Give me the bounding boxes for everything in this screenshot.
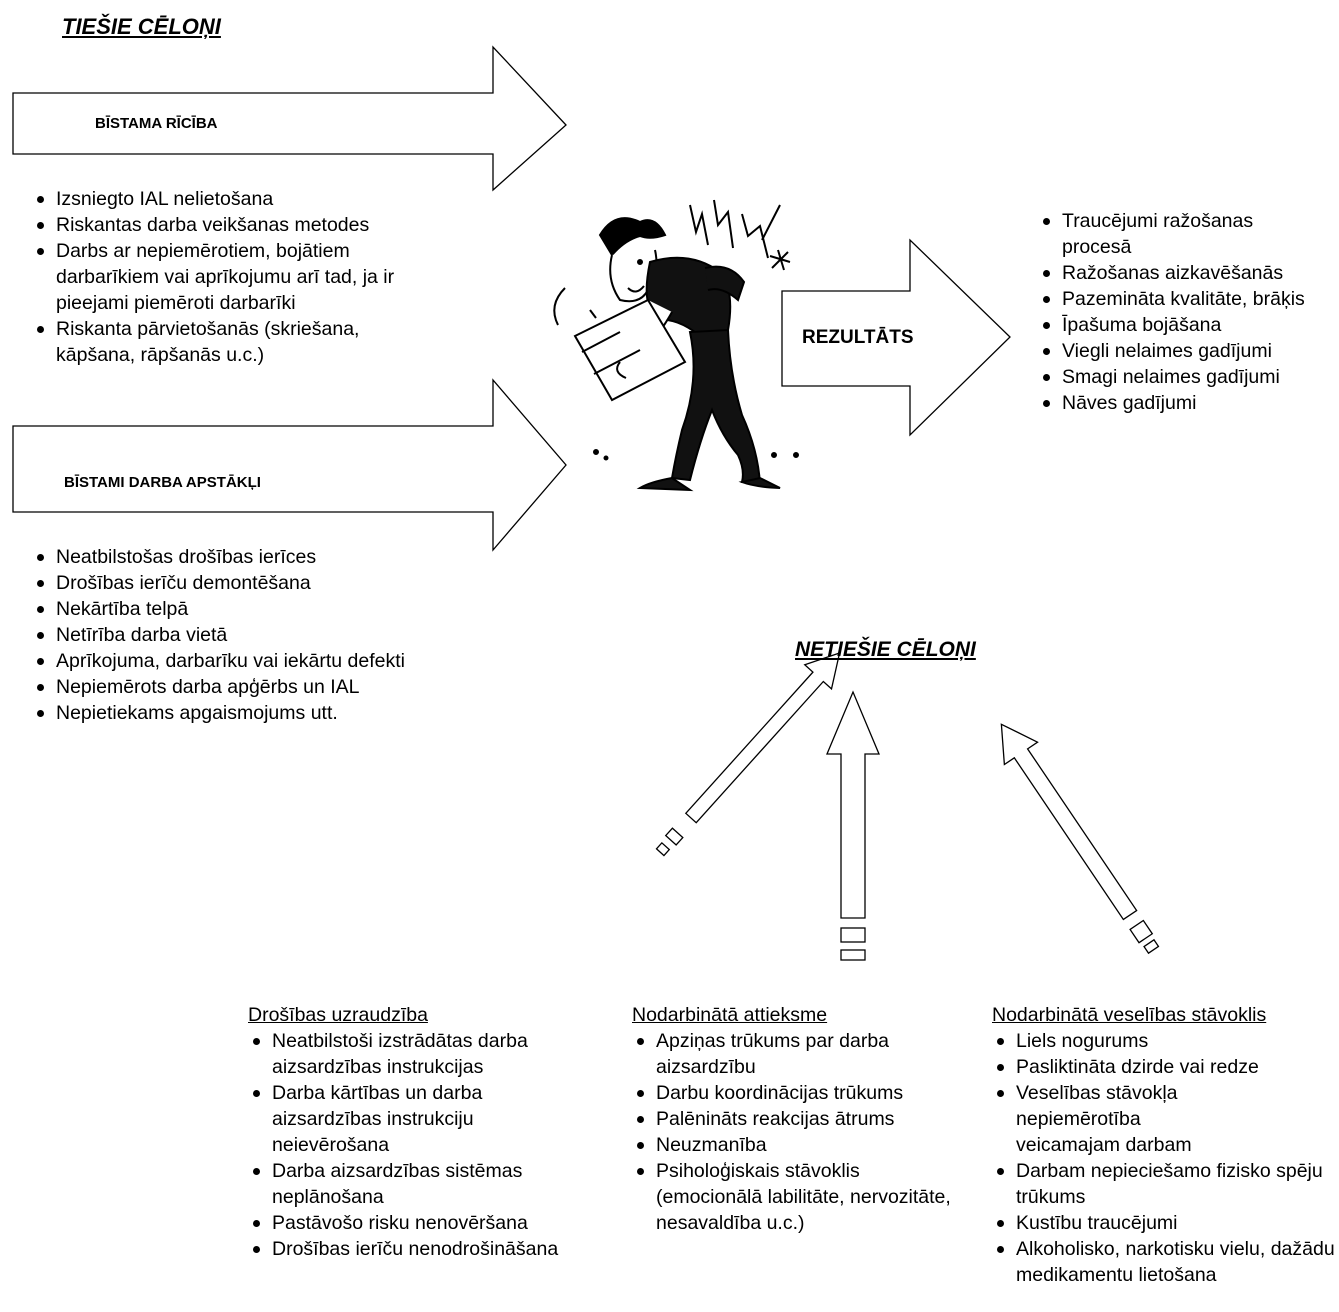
group-safety-supervision: Drošības uzraudzība Neatbilstoši izstrād… [248,1002,588,1262]
unsafe-conditions-label: BĪSTAMI DARBA APSTĀKĻI [64,474,261,491]
list-item: Nepiemērots darba apģērbs un IAL [30,674,490,700]
unsafe-behavior-arrow [12,45,567,192]
unsafe-behavior-list: Izsniegto IAL nelietošana Riskantas darb… [30,186,450,368]
indirect-causes-title: NETIEŠIE CĒLOŅI [795,638,976,661]
list-item: Liels nogurums [992,1028,1337,1054]
list-item: Izsniegto IAL nelietošana [30,186,450,212]
list-item: Nekārtība telpā [30,596,490,622]
list-item: Riskantas darba veikšanas metodes [30,212,450,238]
list-item: Kustību traucējumi [992,1210,1337,1236]
indirect-arrow-left [655,652,841,857]
list-item: Pastāvošo risku nenovēršana [248,1210,583,1236]
list-item: Ražošanas aizkavēšanās [1036,260,1336,286]
list-item: Nāves gadījumi [1036,390,1336,416]
list-item: Pasliktināta dzirde vai redze [992,1054,1337,1080]
list-item: Neuzmanība [632,1132,957,1158]
list-item: Apziņas trūkums par darba aizsardzību [632,1028,946,1080]
list-item: Neatbilstošas drošības ierīces [30,544,490,570]
result-label: REZULTĀTS [802,327,914,348]
group-worker-health: Nodarbinātā veselības stāvoklis Liels no… [992,1002,1337,1288]
list-item: Neatbilstoši izstrādātas darba aizsardzī… [248,1028,572,1080]
list-item: Darbs ar nepiemērotiem, bojātiem darbarī… [30,238,436,316]
group-title: Nodarbinātā attieksme [632,1004,828,1026]
list-item: Nepietiekams apgaismojums utt. [30,700,490,726]
result-arrow [781,238,1011,437]
indirect-arrow-right [1000,723,1160,955]
list-item: Riskanta pārvietošanās (skriešana, kāpša… [30,316,416,368]
list-item: Psiholoģiskais stāvoklis (emocionālā lab… [632,1158,956,1236]
unsafe-conditions-list: Neatbilstošas drošības ierīces Drošības … [30,544,490,726]
list-item: Traucējumi ražošanas procesā [1036,208,1282,260]
direct-causes-title: TIEŠIE CĒLOŅI [62,14,221,39]
list-item: Alkoholisko, narkotisku vielu, dažādu me… [992,1236,1339,1288]
group-title: Nodarbinātā veselības stāvoklis [992,1004,1267,1026]
list-item: Veselības stāvokļa nepiemērotība veicama… [992,1080,1236,1158]
unsafe-behavior-label: BĪSTAMA RĪCĪBA [95,115,218,132]
list-item: Drošības ierīču nenodrošināšana [248,1236,583,1262]
injured-worker-illustration [553,199,799,492]
indirect-arrow-middle [826,690,880,961]
list-item: Drošības ierīču demontēšana [30,570,490,596]
list-item: Darba aizsardzības sistēmas neplānošana [248,1158,562,1210]
list-item: Viegli nelaimes gadījumi [1036,338,1336,364]
list-item: Darba kārtības un darba aizsardzības ins… [248,1080,542,1158]
unsafe-conditions-arrow [12,378,567,552]
list-item: Aprīkojuma, darbarīku vai iekārtu defekt… [30,648,490,674]
list-item: Smagi nelaimes gadījumi [1036,364,1336,390]
list-item: Palēnināts reakcijas ātrums [632,1106,957,1132]
list-item: Darbam nepieciešamo fizisko spēju trūkum… [992,1158,1336,1210]
list-item: Darbu koordinācijas trūkums [632,1080,957,1106]
list-item: Pazemināta kvalitāte, brāķis [1036,286,1336,312]
list-item: Netīrība darba vietā [30,622,490,648]
group-worker-attitude: Nodarbinātā attieksme Apziņas trūkums pa… [632,1002,962,1236]
group-title: Drošības uzraudzība [248,1004,428,1026]
result-list: Traucējumi ražošanas procesā Ražošanas a… [1036,208,1336,416]
list-item: Īpašuma bojāšana [1036,312,1336,338]
